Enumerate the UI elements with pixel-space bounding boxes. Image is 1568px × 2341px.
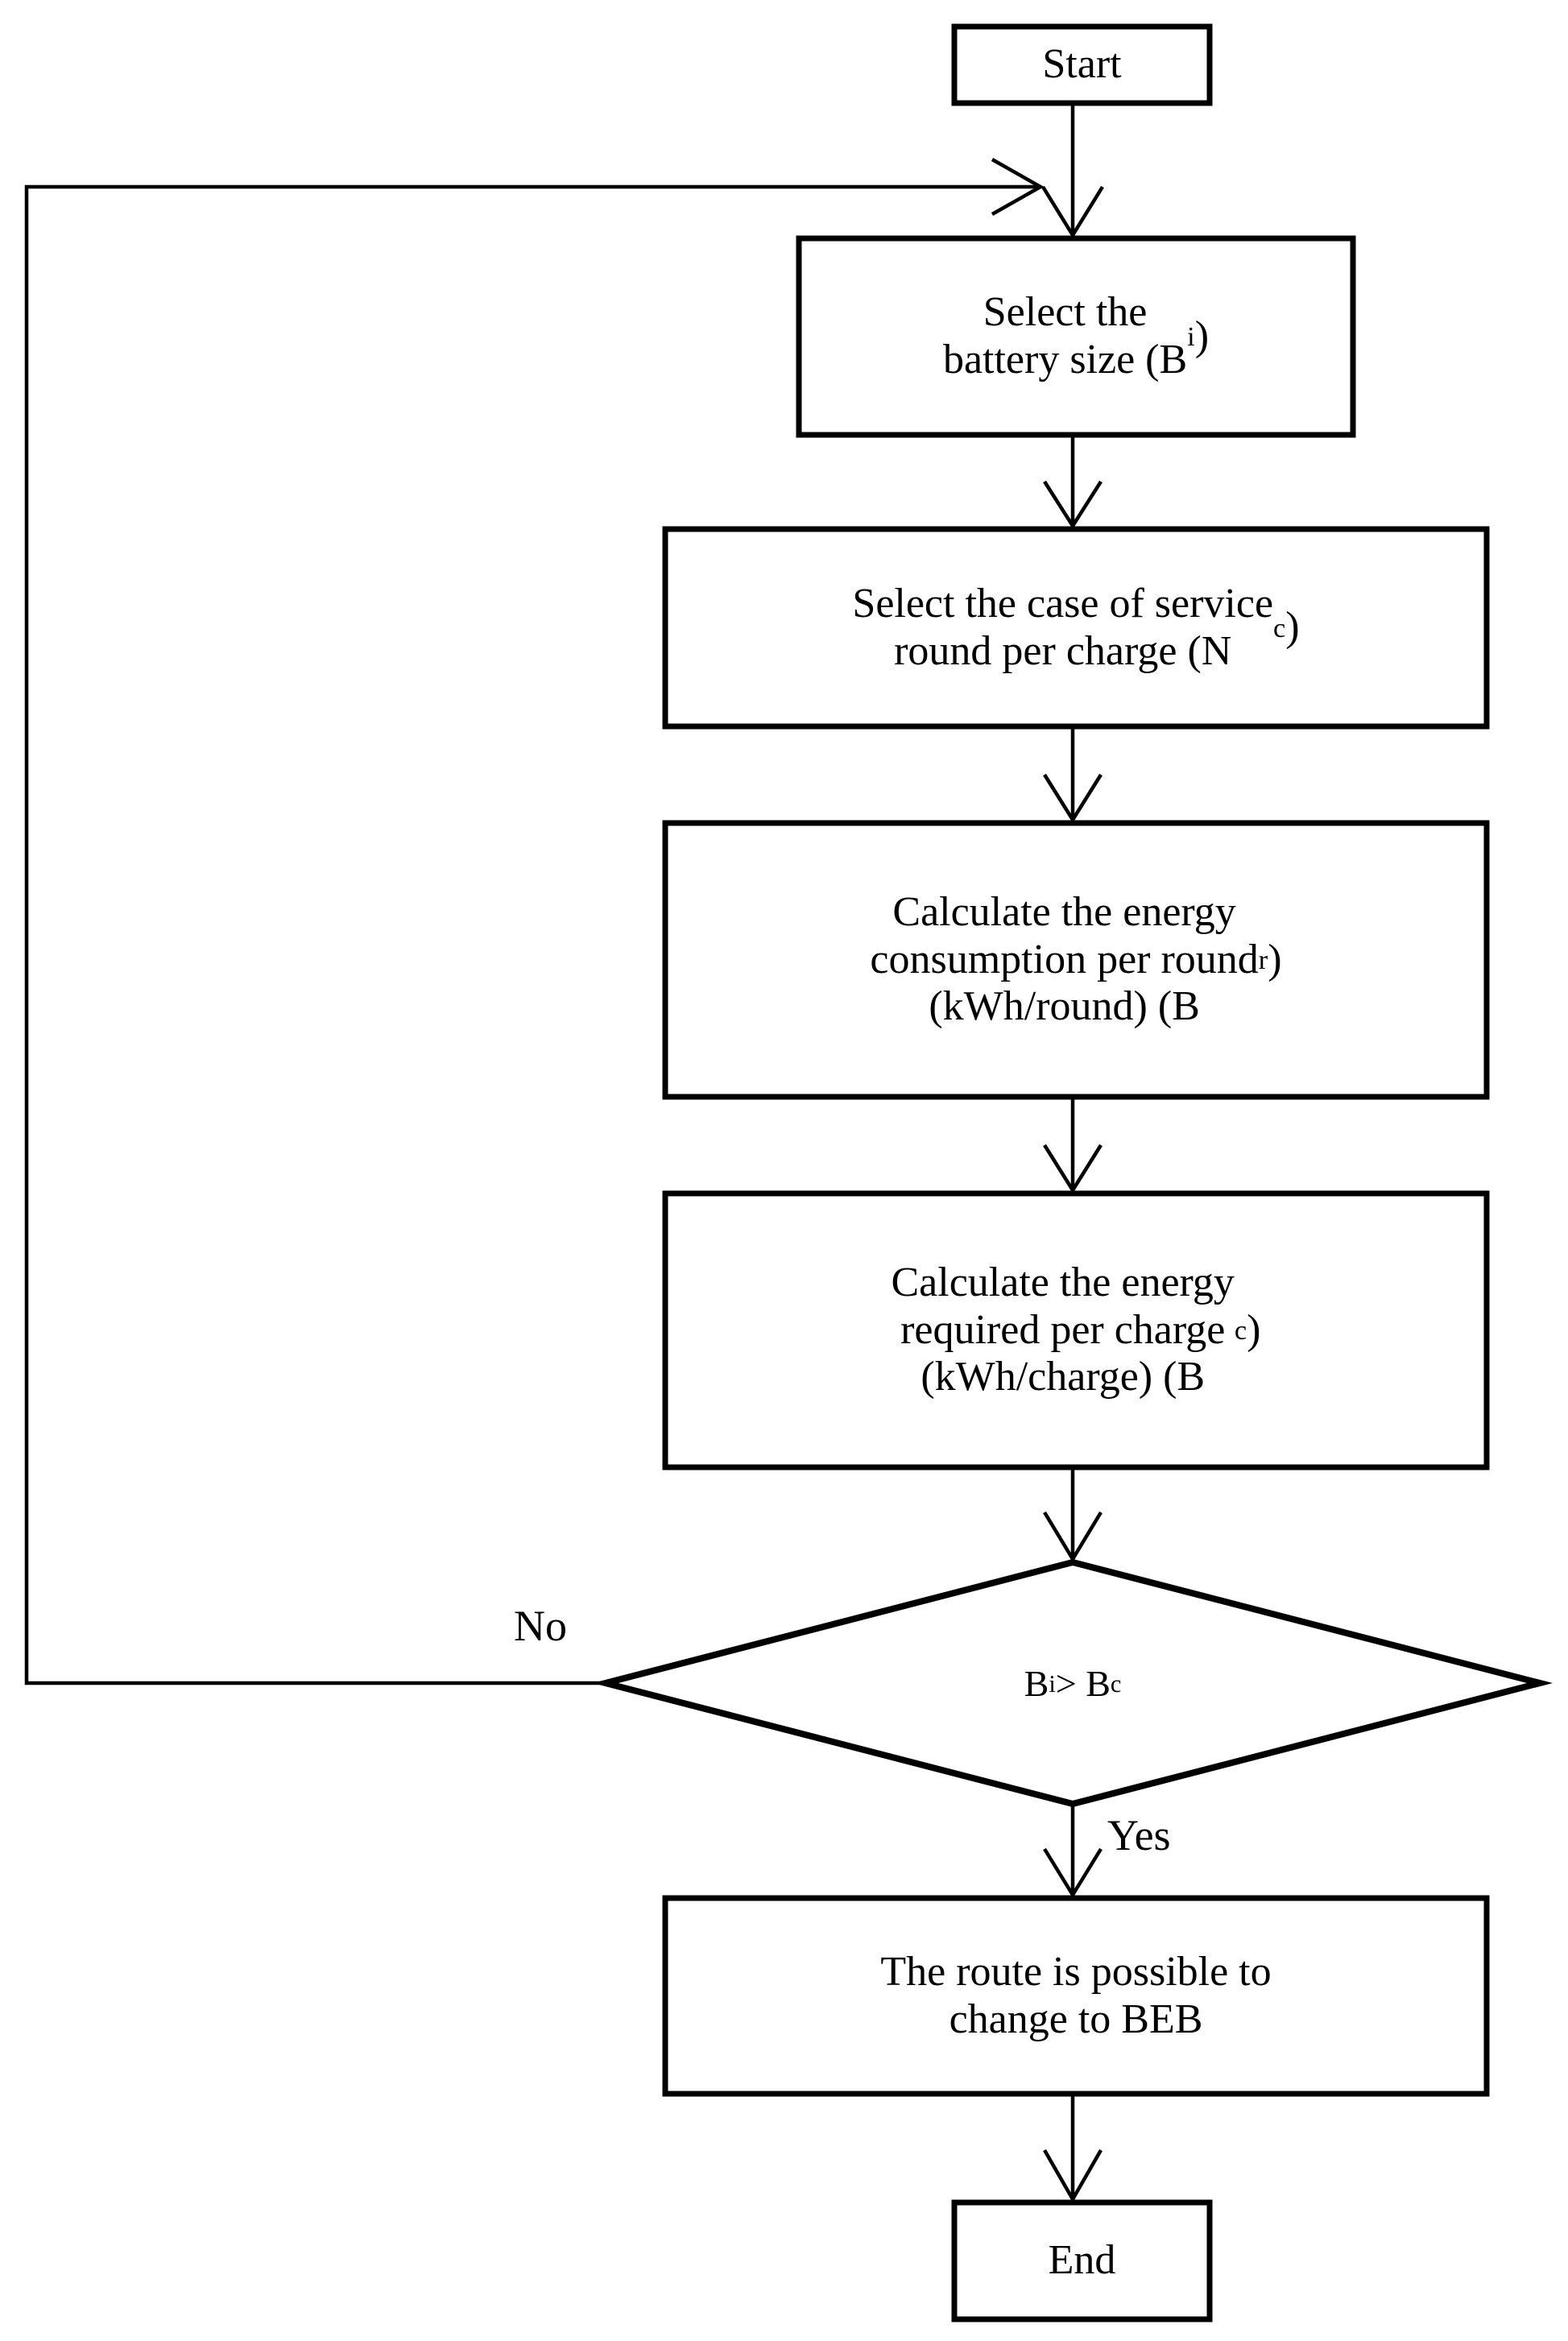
edge-charge-energy-to-decision (1043, 1467, 1103, 1563)
edge-route-to-end (1043, 2094, 1103, 2203)
node-start-shape[interactable] (951, 23, 1213, 106)
edge-round-energy-to-charge-energy (1043, 1097, 1103, 1194)
edge-battery-to-service (1043, 435, 1103, 530)
node-calc-energy-per-round-shape[interactable] (662, 820, 1490, 1100)
node-select-battery-size-shape[interactable] (796, 235, 1356, 438)
node-select-service-round-shape[interactable] (662, 526, 1490, 730)
node-decision-battery-vs-charge-shape[interactable] (593, 1558, 1553, 1808)
edge-service-to-round-energy (1043, 726, 1103, 824)
node-calc-energy-per-charge-shape[interactable] (662, 1190, 1490, 1470)
node-end-shape[interactable] (951, 2199, 1213, 2322)
node-route-possible-shape[interactable] (662, 1895, 1490, 2097)
edge-decision-no-loop (24, 158, 1045, 1685)
edge-decision-yes (1043, 1804, 1103, 1899)
edge-start-to-battery (1041, 103, 1104, 239)
edge-label-no: No (514, 1602, 567, 1650)
edge-label-yes: Yes (1107, 1811, 1171, 1859)
